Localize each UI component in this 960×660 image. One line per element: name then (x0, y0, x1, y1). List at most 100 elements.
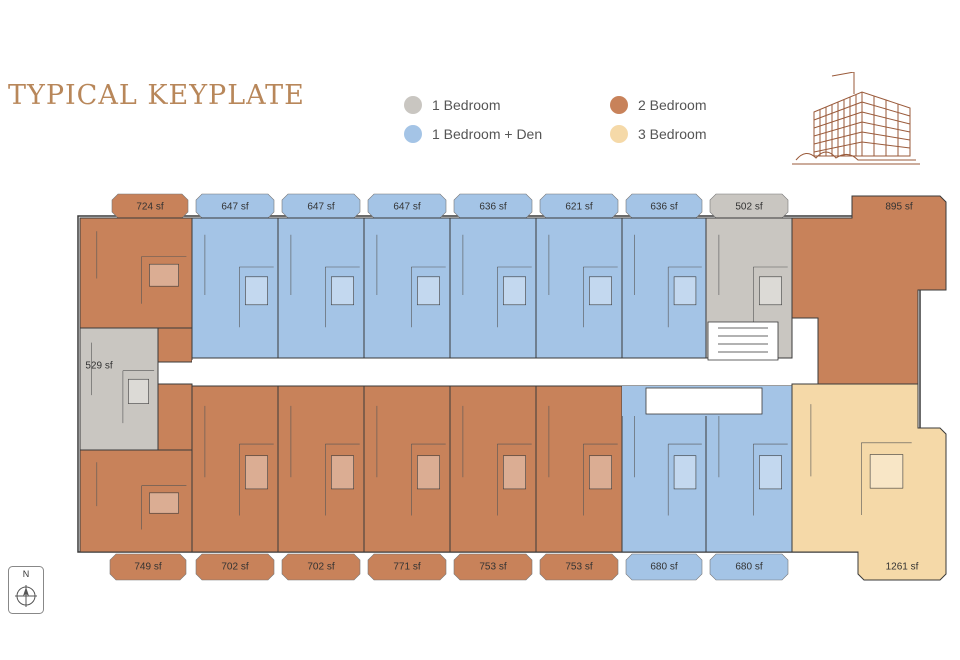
unit-tab-bottom-2 (281, 553, 361, 581)
legend-item-1-bedroom-den: 1 Bedroom + Den (404, 125, 542, 143)
unit-area-label: 702 sf (307, 561, 335, 573)
unit-bottom-7-bathroom (759, 455, 782, 490)
legend-swatch (610, 125, 628, 143)
unit-bottom-0-bathroom (149, 492, 179, 514)
unit-bottom-6-partitions (634, 405, 702, 516)
unit-bottom-7-partitions (718, 405, 788, 516)
unit-top-1 (191, 217, 279, 359)
page-title: TYPICAL KEYPLATE (8, 80, 305, 111)
unit-bottom-4-partitions (462, 405, 532, 516)
legend-label: 3 Bedroom (638, 126, 707, 142)
unit-area-label: 1261 sf (885, 561, 919, 573)
unit-top-7-bathroom (759, 276, 782, 306)
unit-top-4-partitions (462, 234, 532, 328)
unit-top-3 (363, 217, 451, 359)
unit-bottom-2 (277, 385, 365, 553)
unit-bottom-4 (449, 385, 537, 553)
unit-bottom-8 (791, 383, 947, 581)
elevator-core-top (645, 387, 763, 415)
unit-area-label: 636 sf (479, 201, 507, 213)
unit-bottom-6-bathroom (673, 455, 697, 490)
unit-top-5-partitions (548, 234, 618, 328)
unit-west (79, 327, 159, 451)
unit-top-7-partitions (718, 234, 788, 328)
north-compass-icon: N (8, 566, 44, 614)
unit-area-label: 636 sf (650, 201, 678, 213)
unit-bottom-5-partitions (548, 405, 618, 516)
unit-top-0-partitions (96, 231, 187, 304)
unit-area-label: 753 sf (565, 561, 593, 573)
unit-top-5 (535, 217, 623, 359)
unit-bottom-0 (79, 449, 193, 553)
unit-bottom-0-ext (157, 383, 193, 451)
unit-top-2-bathroom (331, 276, 354, 306)
unit-bottom-1 (191, 385, 279, 553)
legend-swatch (404, 125, 422, 143)
stair-east (707, 321, 779, 361)
unit-bottom-1-bathroom (245, 455, 268, 490)
legend-item-3-bedroom: 3 Bedroom (610, 125, 706, 143)
unit-top-1-bathroom (245, 276, 268, 306)
unit-area-label: 647 sf (393, 201, 421, 213)
unit-area-label: 621 sf (565, 201, 593, 213)
unit-top-0-ext (157, 327, 193, 363)
unit-top-3-bathroom (417, 276, 440, 306)
unit-top-1-partitions (204, 234, 274, 328)
unit-area-label: 895 sf (885, 201, 913, 213)
legend-swatch (404, 96, 422, 114)
unit-top-2 (277, 217, 365, 359)
legend-item-2-bedroom: 2 Bedroom (610, 96, 706, 114)
unit-west-bathroom (128, 378, 149, 404)
unit-area-label: 680 sf (735, 561, 763, 573)
unit-tab-bottom-5 (539, 553, 619, 581)
unit-bottom-5-bathroom (589, 455, 612, 490)
unit-tab-bottom-1 (195, 553, 275, 581)
legend-label: 1 Bedroom + Den (432, 126, 543, 142)
unit-area-label: 502 sf (735, 201, 763, 213)
unit-top-6-bathroom (673, 276, 697, 306)
unit-bottom-8-partitions (810, 404, 912, 516)
unit-bottom-1-partitions (204, 405, 274, 516)
unit-top-4 (449, 217, 537, 359)
unit-area-label: 702 sf (221, 561, 249, 573)
unit-tab-bottom-3 (367, 553, 447, 581)
unit-area-label: 647 sf (307, 201, 335, 213)
unit-area-label: 680 sf (650, 561, 678, 573)
legend-item-1-bedroom: 1 Bedroom (404, 96, 500, 114)
unit-tab-bottom-6 (625, 553, 703, 581)
unit-bottom-2-bathroom (331, 455, 354, 490)
unit-bottom-0-partitions (96, 462, 187, 530)
unit-top-5-bathroom (589, 276, 612, 306)
unit-area-label: 647 sf (221, 201, 249, 213)
legend-label: 2 Bedroom (638, 97, 707, 113)
unit-area-label: 529 sf (85, 360, 113, 372)
unit-area-label: 724 sf (136, 201, 164, 213)
legend-swatch (610, 96, 628, 114)
unit-top-3-partitions (376, 234, 446, 328)
legend-label: 1 Bedroom (432, 97, 501, 113)
unit-area-label: 749 sf (134, 561, 162, 573)
unit-bottom-4-bathroom (503, 455, 526, 490)
unit-bottom-3-partitions (376, 405, 446, 516)
unit-area-label: 753 sf (479, 561, 507, 573)
unit-top-0-bathroom (149, 263, 179, 287)
unit-bottom-2-partitions (290, 405, 360, 516)
unit-bottom-3-bathroom (417, 455, 440, 490)
unit-top-4-bathroom (503, 276, 526, 306)
unit-west-partitions (91, 342, 155, 424)
central-corridor (192, 360, 792, 384)
unit-tab-bottom-7 (709, 553, 789, 581)
building-sketch-icon (792, 71, 920, 168)
unit-tab-bottom-4 (453, 553, 533, 581)
unit-bottom-3 (363, 385, 451, 553)
unit-tab-bottom-0 (109, 553, 187, 581)
unit-area-label: 771 sf (393, 561, 421, 573)
unit-bottom-8-bathroom (869, 454, 904, 489)
legend: 1 Bedroom 1 Bedroom + Den 2 Bedroom 3 Be… (404, 96, 734, 146)
north-label: N (22, 569, 30, 579)
unit-top-6-partitions (634, 234, 702, 328)
unit-top-6 (621, 217, 707, 359)
unit-top-2-partitions (290, 234, 360, 328)
